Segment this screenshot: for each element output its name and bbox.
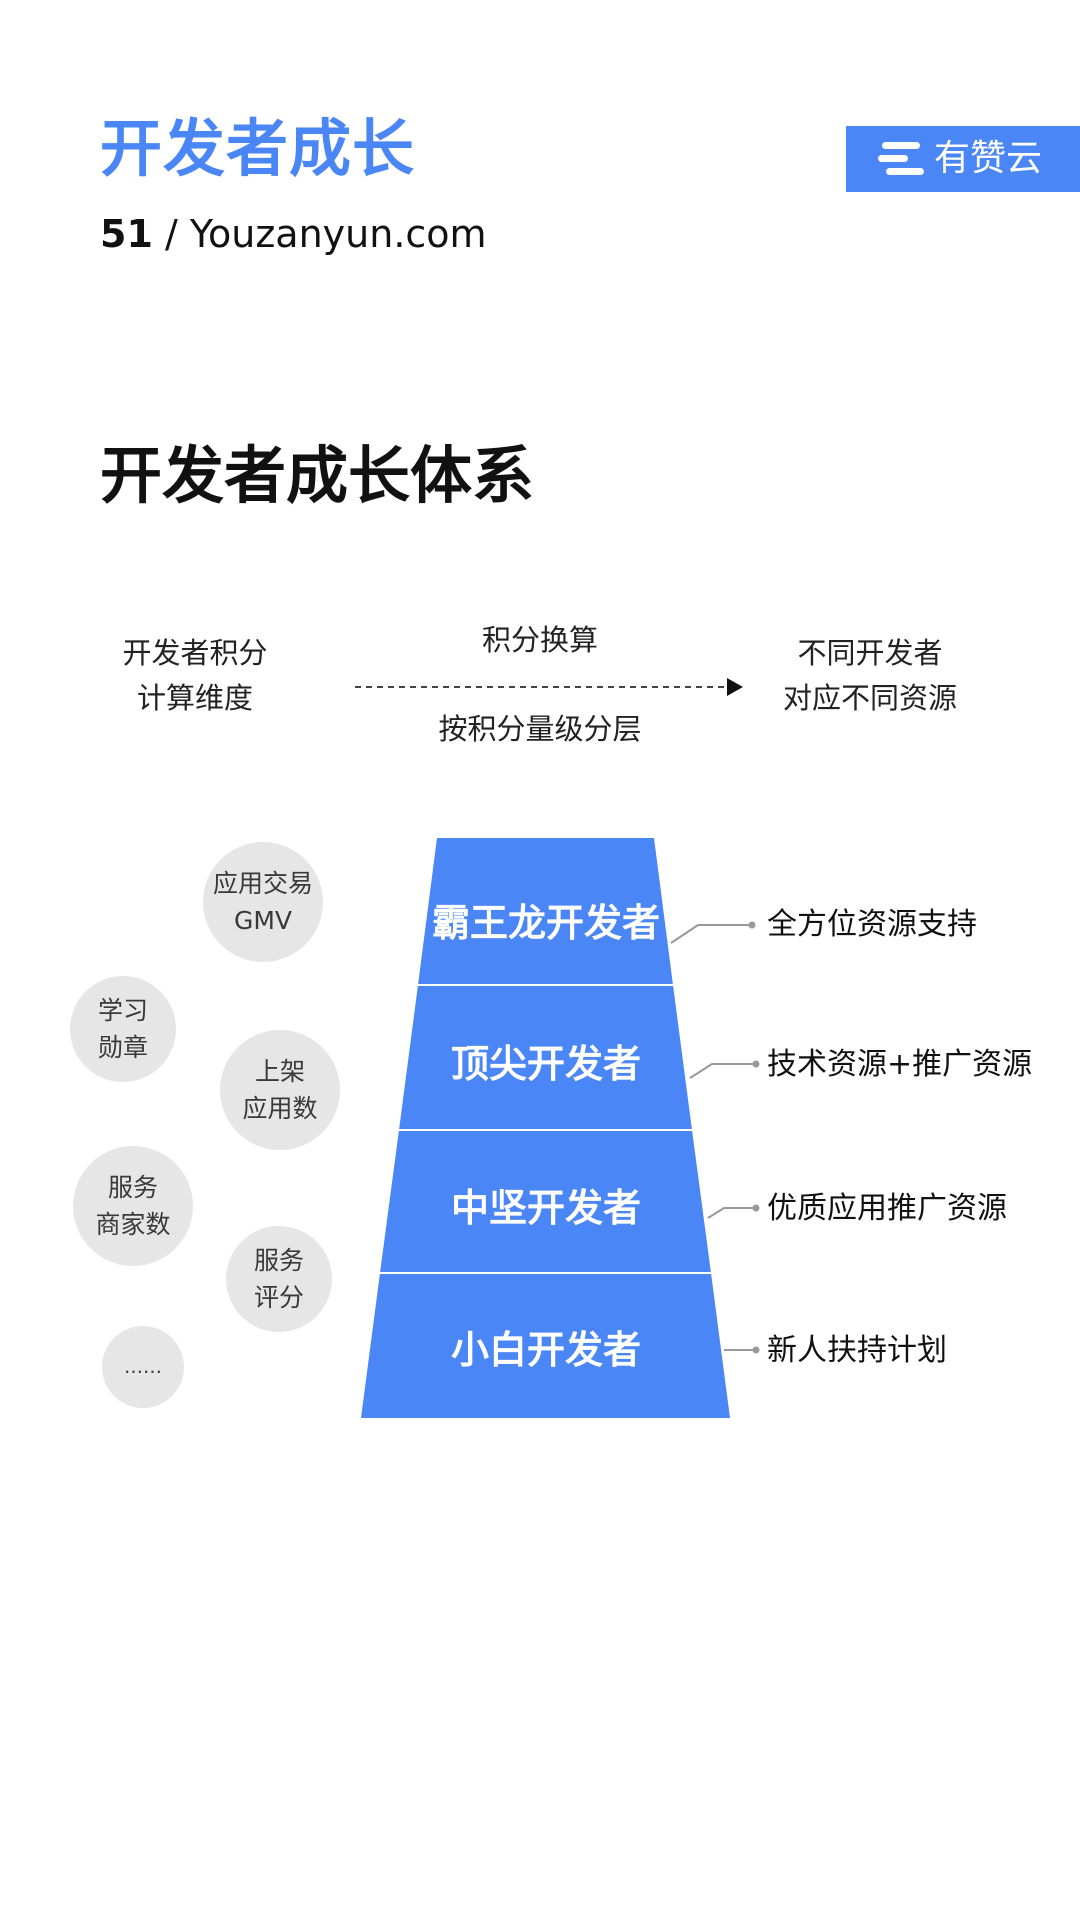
tier-label-bottom: 小白开发者: [450, 1328, 641, 1372]
connector-line: [689, 1063, 756, 1079]
flow-left-line-1: 开发者积分: [122, 636, 268, 670]
metric-label: 学习: [97, 996, 148, 1025]
metric-label: 商家数: [95, 1210, 171, 1239]
metric-label: 应用数: [242, 1094, 318, 1123]
youzanyun-logo: 有赞云: [846, 126, 1080, 192]
flow-middle-bottom: 按积分量级分层: [438, 712, 642, 746]
metric-label: 上架: [254, 1057, 305, 1086]
logo-text: 有赞云: [934, 138, 1043, 179]
metric-label: 勋章: [97, 1033, 148, 1062]
tier-label-top: 霸王龙开发者: [431, 901, 660, 945]
tier-block-top: [418, 838, 673, 985]
flow-right-line-2: 对应不同资源: [782, 681, 957, 715]
metric-label: 服务: [107, 1173, 158, 1202]
page-header-title: 开发者成长: [100, 112, 416, 185]
metric-bubble-badge: 学习 勋章: [70, 976, 176, 1082]
metric-label: ……: [124, 1355, 162, 1378]
metric-bubble-rating: 服务 评分: [226, 1226, 332, 1332]
connector-dot: [752, 1204, 760, 1212]
tier-label-third: 中坚开发者: [450, 1186, 641, 1230]
site-name: Youzanyun.com: [189, 212, 487, 256]
connector-line: [670, 924, 752, 944]
resource-label-bottom: 新人扶持计划: [767, 1333, 947, 1368]
resource-label-third: 优质应用推广资源: [767, 1191, 1007, 1226]
flow-left-line-2: 计算维度: [136, 681, 253, 715]
tier-block-bottom: [361, 1273, 730, 1418]
page-number: 51: [100, 212, 153, 256]
section-title: 开发者成长体系: [100, 439, 535, 512]
metric-label: 服务: [253, 1246, 304, 1275]
flow-right-line-1: 不同开发者: [797, 636, 943, 670]
tier-block-second: [399, 985, 692, 1130]
page-footer-line: 51 / Youzanyun.com: [100, 215, 487, 253]
metric-bubble-apps: 上架 应用数: [220, 1030, 340, 1150]
metric-bubble-merchants: 服务 商家数: [73, 1146, 193, 1266]
connector-dot: [752, 1060, 760, 1068]
connector-dot: [748, 921, 756, 929]
arrow-right-icon: [355, 678, 743, 696]
connector-dot: [752, 1346, 760, 1354]
metric-label: 应用交易: [212, 869, 313, 898]
tier-block-third: [380, 1130, 711, 1273]
youzan-logo-icon: [878, 142, 924, 175]
flow-left-text: 开发者积分 计算维度: [105, 631, 285, 721]
resource-label-second: 技术资源+推广资源: [767, 1047, 1033, 1082]
resource-label-top: 全方位资源支持: [767, 907, 977, 942]
flow-right-text: 不同开发者 对应不同资源: [755, 631, 985, 721]
flow-middle-top: 积分换算: [481, 623, 598, 657]
connector-line: [707, 1207, 756, 1219]
metric-bubble-gmv: 应用交易 GMV: [203, 842, 323, 962]
metric-label: GMV: [233, 906, 293, 935]
page-separator: /: [152, 212, 190, 256]
metric-label: 评分: [253, 1283, 304, 1312]
metric-bubble-more: ……: [102, 1326, 184, 1408]
tier-label-second: 顶尖开发者: [450, 1042, 641, 1086]
